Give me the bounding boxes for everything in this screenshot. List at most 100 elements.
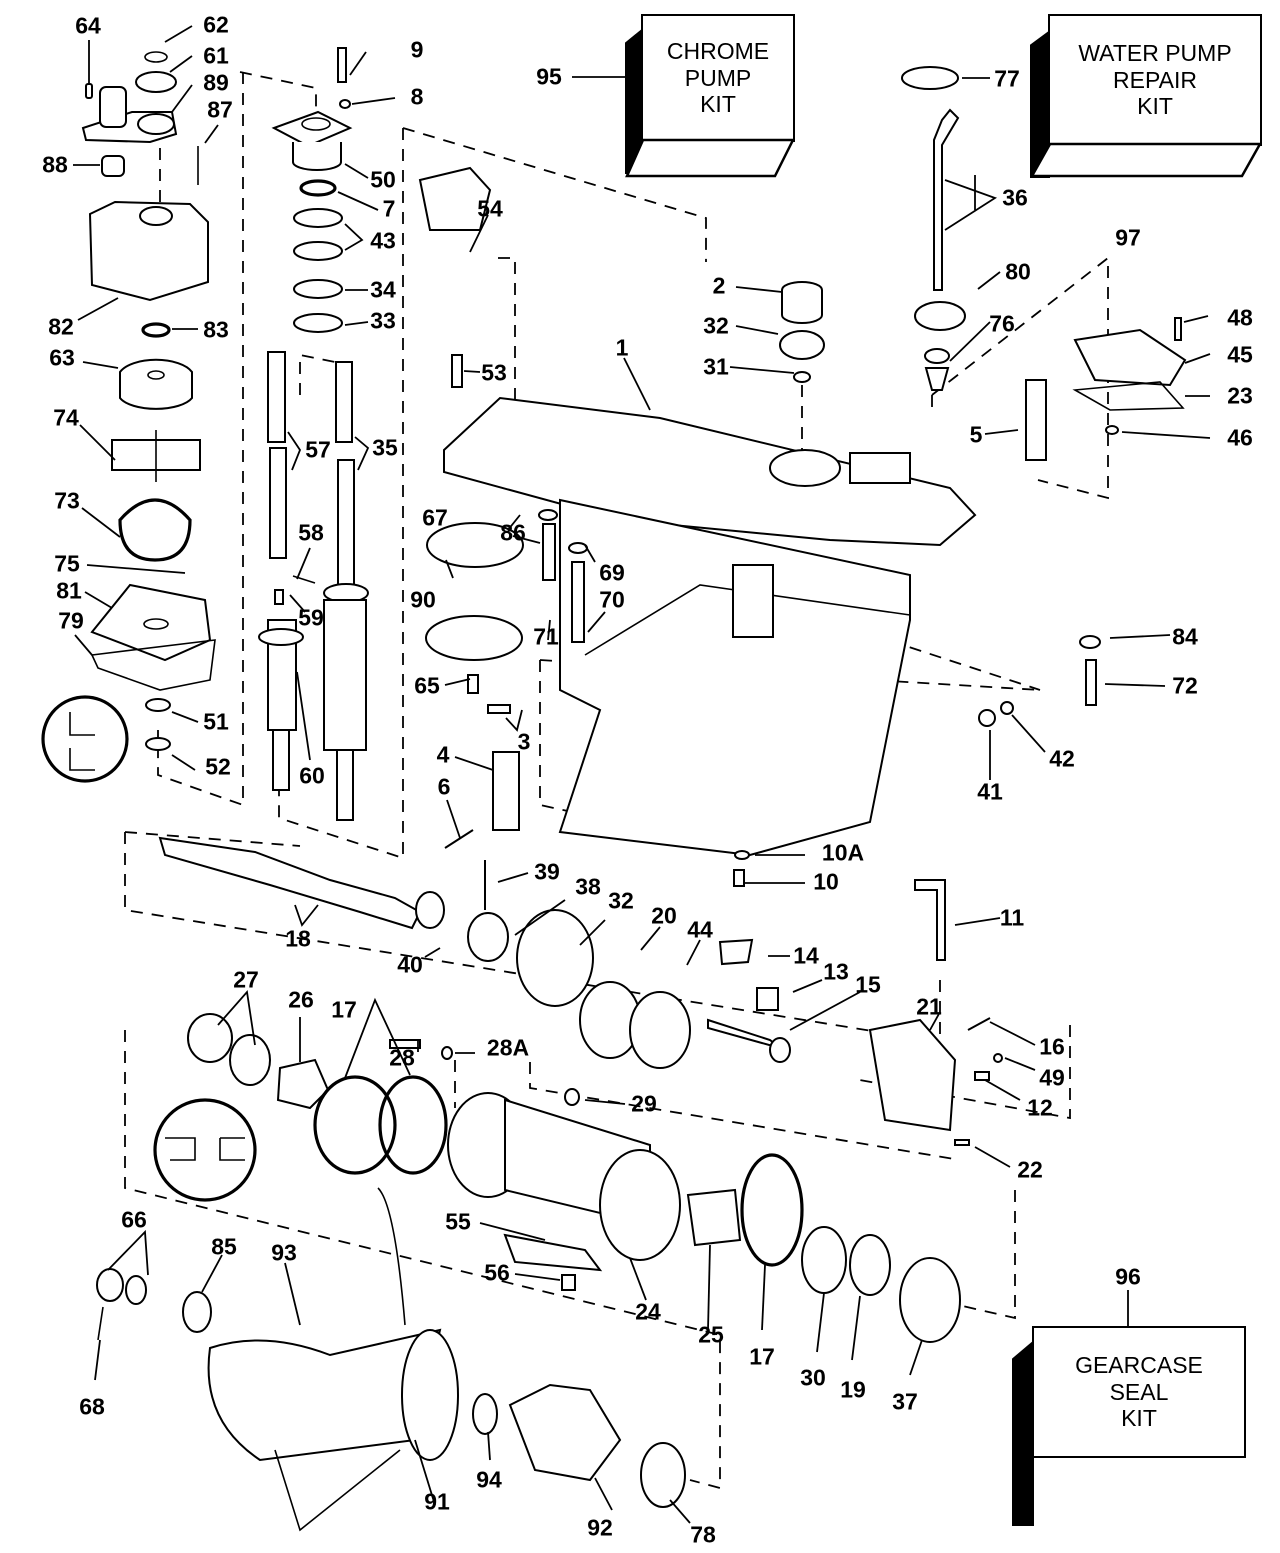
callout-97: 97: [1115, 224, 1141, 251]
callout-58: 58: [298, 519, 324, 546]
callout-44: 44: [687, 916, 713, 943]
callout-87: 87: [207, 96, 233, 123]
callout-27: 27: [233, 966, 259, 993]
callout-41: 41: [977, 778, 1003, 805]
callout-8: 8: [410, 83, 424, 110]
callout-39: 39: [534, 858, 560, 885]
callout-92: 92: [587, 1514, 613, 1541]
callout-6: 6: [437, 773, 451, 800]
callout-15: 15: [855, 971, 881, 998]
callout-22: 22: [1017, 1156, 1043, 1183]
middle-parts: [425, 509, 1101, 887]
callout-80: 80: [1005, 258, 1031, 285]
callout-61: 61: [203, 42, 229, 69]
water-pump-housing-parts: [41, 51, 216, 783]
callout-69: 69: [599, 559, 625, 586]
callout-85: 85: [211, 1233, 237, 1260]
callout-55: 55: [445, 1208, 471, 1235]
gearcase-seal-kit: GEARCASE SEAL KIT: [1012, 1326, 1246, 1526]
callout-71: 71: [533, 623, 559, 650]
callout-49: 49: [1039, 1064, 1065, 1091]
chrome-pump-kit: CHROME PUMP KIT: [625, 14, 795, 178]
callout-36: 36: [1002, 184, 1028, 211]
callout-42: 42: [1049, 745, 1075, 772]
callout-14: 14: [793, 942, 819, 969]
bearing-housing-parts: [153, 1013, 961, 1343]
callout-66: 66: [121, 1206, 147, 1233]
kit-label-line: GEARCASE: [1075, 1352, 1203, 1379]
callout-2: 2: [712, 272, 726, 299]
callout-26: 26: [288, 986, 314, 1013]
callout-67: 67: [422, 504, 448, 531]
callout-7: 7: [382, 195, 396, 222]
water-pump-repair-kit: WATER PUMP REPAIR KIT: [1030, 14, 1262, 178]
callout-19: 19: [840, 1376, 866, 1403]
kit-label-line: CHROME: [666, 38, 770, 65]
callout-88: 88: [42, 151, 68, 178]
driveshaft-parts: [258, 47, 369, 821]
callout-30: 30: [800, 1364, 826, 1391]
callout-5: 5: [969, 421, 983, 448]
callout-76: 76: [989, 310, 1015, 337]
callout-91: 91: [424, 1488, 450, 1515]
callout-9: 9: [410, 36, 424, 63]
kit-label-line: WATER PUMP: [1078, 40, 1232, 67]
callout-28: 28: [389, 1044, 415, 1071]
callout-70: 70: [599, 586, 625, 613]
callout-3: 3: [517, 728, 531, 755]
callout-18: 18: [285, 925, 311, 952]
callout-29: 29: [631, 1090, 657, 1117]
callout-20: 20: [651, 902, 677, 929]
leader-lines: [73, 25, 1211, 1524]
callout-11: 11: [999, 904, 1025, 931]
callout-63: 63: [49, 344, 75, 371]
kit-label-line: SEAL: [1109, 1378, 1169, 1405]
callout-17-upper: 17: [331, 996, 357, 1023]
callout-57: 57: [305, 436, 331, 463]
callout-25: 25: [698, 1321, 724, 1348]
callout-10A: 10A: [821, 839, 865, 866]
propshaft-parts: [158, 836, 1003, 1146]
callout-96: 96: [1115, 1263, 1141, 1290]
callout-59: 59: [298, 604, 324, 631]
callout-32-upper: 32: [703, 312, 729, 339]
upper-right-parts: [779, 66, 1187, 461]
callout-40: 40: [397, 951, 423, 978]
callout-75: 75: [54, 550, 80, 577]
callout-74: 74: [53, 404, 79, 431]
callout-35: 35: [372, 434, 398, 461]
callout-65: 65: [414, 672, 440, 699]
callout-93: 93: [271, 1239, 297, 1266]
callout-43: 43: [370, 227, 396, 254]
callout-12: 12: [1027, 1094, 1053, 1121]
callout-13: 13: [823, 958, 849, 985]
callout-68: 68: [79, 1393, 105, 1420]
callout-73: 73: [54, 487, 80, 514]
kit-label-line: KIT: [1137, 93, 1173, 120]
callout-1: 1: [615, 334, 629, 361]
callout-24: 24: [635, 1298, 661, 1325]
callout-48: 48: [1227, 304, 1253, 331]
kit-label-line: KIT: [1121, 1405, 1157, 1432]
callout-79: 79: [58, 607, 84, 634]
kit-label-line: PUMP: [684, 64, 752, 91]
callout-83: 83: [203, 316, 229, 343]
callout-94: 94: [476, 1466, 502, 1493]
callout-4: 4: [436, 741, 450, 768]
callout-31: 31: [703, 353, 729, 380]
callout-86: 86: [500, 519, 526, 546]
callout-77: 77: [994, 65, 1020, 92]
callout-28A: 28A: [486, 1034, 530, 1061]
callout-81: 81: [56, 577, 82, 604]
callout-10: 10: [813, 868, 839, 895]
callout-64: 64: [75, 12, 101, 39]
callout-72: 72: [1172, 672, 1198, 699]
propeller-parts: [96, 1187, 686, 1532]
callout-53: 53: [481, 359, 507, 386]
callout-46: 46: [1227, 424, 1253, 451]
callout-95: 95: [536, 63, 562, 90]
callout-60: 60: [299, 762, 325, 789]
callout-32-lower: 32: [608, 887, 634, 914]
callout-89: 89: [203, 69, 229, 96]
